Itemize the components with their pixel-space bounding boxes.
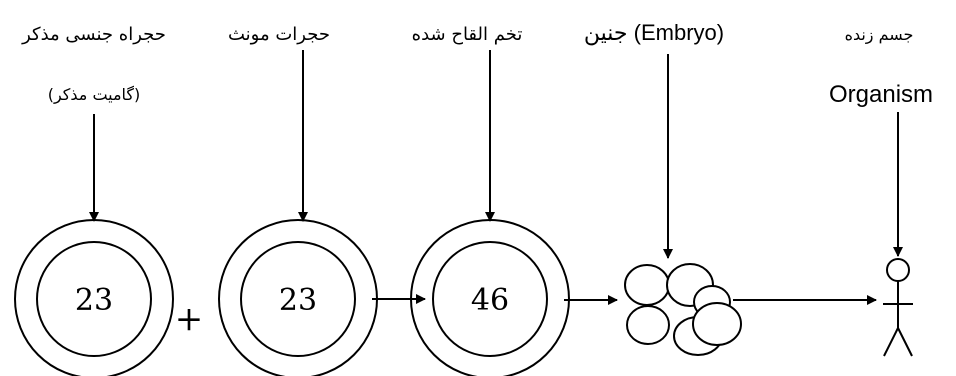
- embryo-cell: [624, 264, 670, 306]
- zygote-cell: 46: [410, 219, 570, 376]
- female-gamete-cell: 23: [218, 219, 378, 376]
- male-gamete-cell: 23: [14, 219, 174, 376]
- zygote-chromosome-count: 46: [471, 283, 509, 318]
- label-embryo: جنین (Embryo): [584, 20, 724, 46]
- label-female-gamete: حجرات مونث: [228, 24, 330, 45]
- label-organism-en: Organism: [829, 81, 933, 108]
- plus-sign: +: [175, 299, 204, 339]
- label-male-gamete-sub: (گامیت مذکر): [48, 85, 141, 105]
- embryo-cell-cluster: [624, 263, 742, 356]
- label-male-gamete: حجراه جنسی مذکر: [21, 24, 166, 45]
- organism-stick-figure-icon: [883, 258, 913, 357]
- embryo-cell: [692, 302, 742, 346]
- label-organism-fa: جسم زنده: [845, 25, 914, 45]
- male-chromosome-count: 23: [75, 283, 113, 318]
- female-chromosome-count: 23: [279, 283, 317, 318]
- label-zygote: تخم القاح شده: [412, 24, 523, 45]
- embryo-cell: [626, 305, 670, 345]
